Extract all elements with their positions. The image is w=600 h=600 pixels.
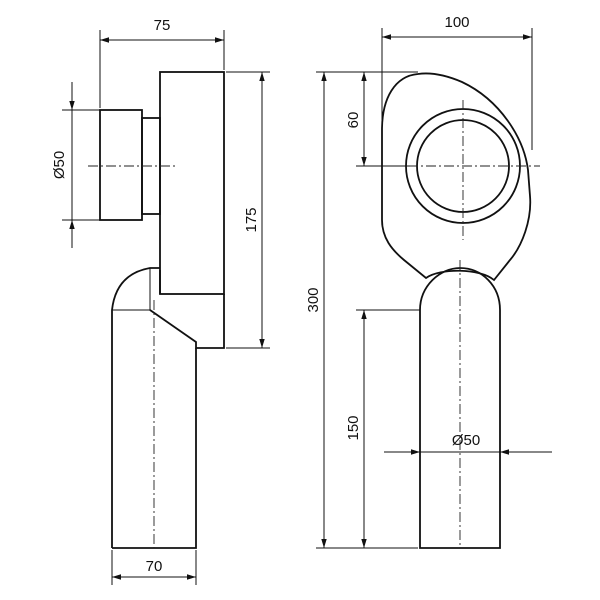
- dim-70-label: 70: [146, 558, 163, 575]
- front-view: 100 60 300 150 Ø50: [305, 14, 552, 549]
- dim-front-d50-label: Ø50: [452, 432, 480, 449]
- side-transition: [149, 270, 225, 349]
- side-outlet-pipe: [112, 348, 197, 549]
- side-trap-body: [159, 71, 225, 295]
- side-elbow-outer: [111, 267, 160, 548]
- dim-75-label: 75: [154, 17, 171, 34]
- side-view: 75 Ø50 175 70: [51, 17, 270, 585]
- side-elbow-inner: [112, 268, 151, 311]
- dim-175-label: 175: [243, 207, 260, 232]
- dim-300-label: 300: [305, 287, 322, 312]
- side-inlet-socket: [99, 109, 143, 221]
- front-trap-body: [381, 72, 532, 282]
- dim-100-label: 100: [444, 14, 469, 31]
- dim-150-label: 150: [345, 415, 362, 440]
- dim-side-d50-label: Ø50: [51, 151, 68, 179]
- dim-60-label: 60: [345, 112, 362, 129]
